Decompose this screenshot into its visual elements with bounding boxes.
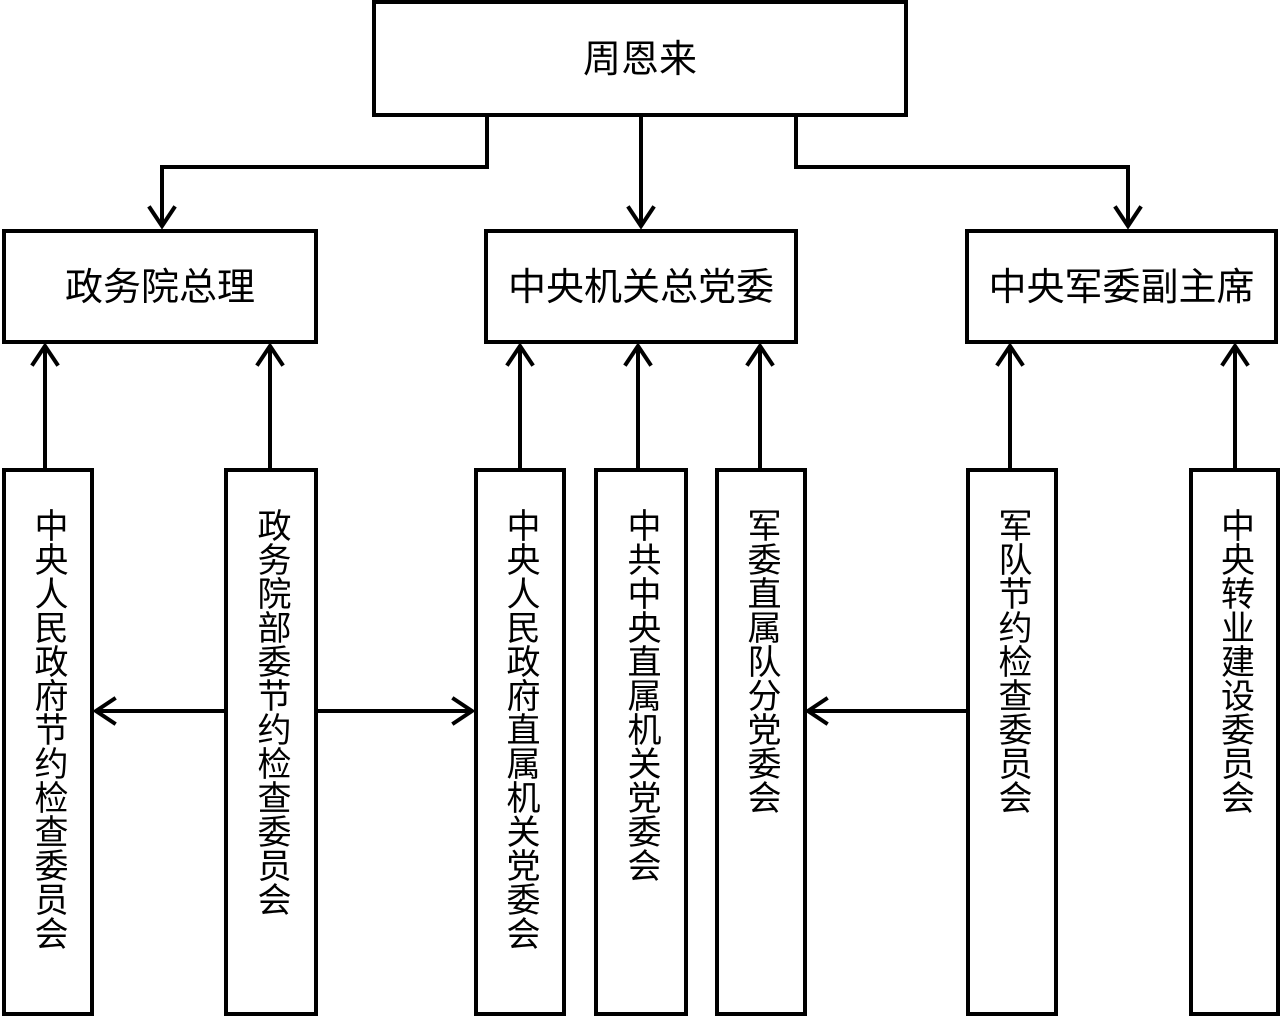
root-label: 周恩来 — [582, 36, 697, 81]
demob-construction-label: 中央转业建设委员会 — [1214, 508, 1255, 814]
connector-root-to-cmc-vice-chair — [794, 116, 1130, 224]
central-gov-inspection-box: 中央人民政府节约检查委员会 — [2, 468, 94, 1016]
premier-box: 政务院总理 — [2, 229, 318, 344]
ministries-inspection-label: 政务院部委节约检查委员会 — [251, 508, 291, 916]
connector-root-to-premier — [160, 116, 489, 224]
cmc-vice-chair-box: 中央军委副主席 — [965, 229, 1278, 344]
ccp-organs-party-box: 中共中央直属机关党委会 — [594, 468, 688, 1016]
central-gov-inspection-label: 中央人民政府节约检查委员会 — [28, 508, 68, 950]
gov-organs-party-label: 中央人民政府直属机关党委会 — [500, 508, 540, 950]
cmc-units-party-box: 军委直属队分党委会 — [715, 468, 807, 1016]
ccp-organs-party-label: 中共中央直属机关党委会 — [621, 508, 661, 882]
arrowheads — [30, 205, 1250, 726]
party-committee-label: 中央机关总党委 — [507, 264, 774, 309]
demob-construction-box: 中央转业建设委员会 — [1189, 468, 1280, 1016]
cmc-vice-chair-label: 中央军委副主席 — [988, 264, 1255, 309]
cmc-units-party-label: 军委直属队分党委会 — [741, 508, 781, 814]
premier-label: 政务院总理 — [64, 264, 255, 309]
party-committee-box: 中央机关总党委 — [484, 229, 798, 344]
gov-organs-party-box: 中央人民政府直属机关党委会 — [474, 468, 566, 1016]
root-box: 周恩来 — [372, 0, 908, 117]
ministries-inspection-box: 政务院部委节约检查委员会 — [224, 468, 318, 1016]
army-inspection-label: 军队节约检查委员会 — [992, 508, 1032, 814]
army-inspection-box: 军队节约检查委员会 — [966, 468, 1058, 1016]
